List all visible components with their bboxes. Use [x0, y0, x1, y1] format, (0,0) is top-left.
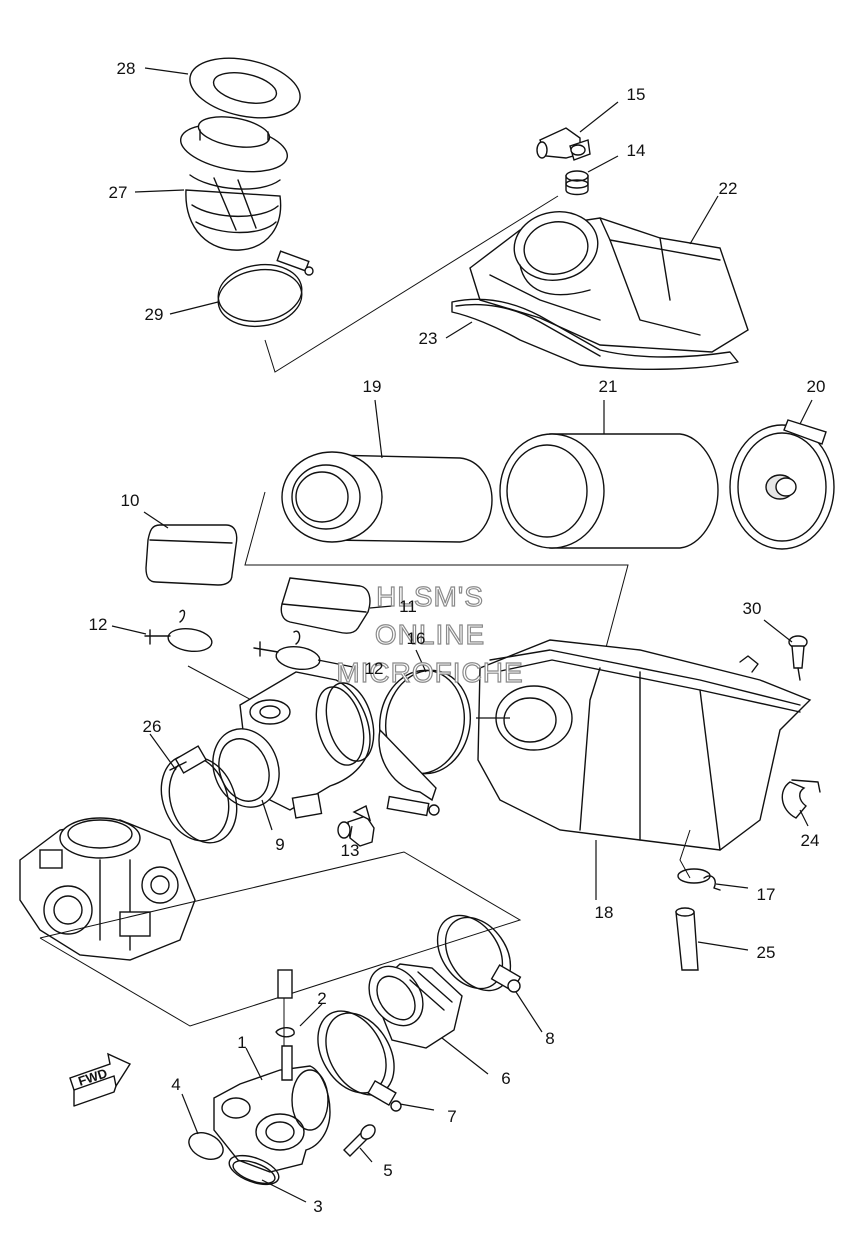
- part-2-clip[interactable]: [275, 969, 295, 1038]
- callout-24[interactable]: 24: [801, 831, 820, 850]
- part-27-intake-duct[interactable]: [177, 112, 291, 251]
- part-8-clamp[interactable]: [424, 903, 524, 1003]
- watermark-line-2: ONLINE: [375, 619, 485, 650]
- callout-10[interactable]: 10: [121, 491, 140, 510]
- part-20-end-cap[interactable]: [729, 419, 835, 550]
- part-7-clamp[interactable]: [304, 999, 408, 1112]
- part-11-pad[interactable]: [280, 577, 371, 634]
- part-16-clamp[interactable]: [372, 663, 479, 817]
- callout-9[interactable]: 9: [275, 835, 284, 854]
- part-3-gasket[interactable]: [225, 1150, 282, 1190]
- part-26-clamp[interactable]: [150, 745, 248, 853]
- leader-lines: [111, 67, 813, 1203]
- callout-1[interactable]: 1: [237, 1033, 246, 1052]
- callout-27[interactable]: 27: [109, 183, 128, 202]
- callout-11[interactable]: 11: [399, 597, 417, 616]
- callout-2[interactable]: 2: [317, 989, 326, 1008]
- callout-26[interactable]: 26: [143, 717, 162, 736]
- part-22-airbox-cover[interactable]: [469, 205, 749, 353]
- part-12-spring-clip-right[interactable]: [253, 630, 321, 672]
- fwd-label: FWD: [76, 1065, 109, 1088]
- callout-17[interactable]: 17: [757, 885, 776, 904]
- callout-13[interactable]: 13: [341, 841, 360, 860]
- part-1-manifold[interactable]: [213, 1045, 331, 1173]
- assembly-line-lower: [39, 851, 522, 1027]
- callout-29[interactable]: 29: [145, 305, 164, 324]
- callout-8[interactable]: 8: [545, 1029, 554, 1048]
- part-10-sponge[interactable]: [145, 524, 238, 586]
- part-9-joint[interactable]: [202, 671, 381, 819]
- callout-30[interactable]: 30: [743, 599, 762, 618]
- part-24-clip[interactable]: [781, 779, 821, 819]
- assembly-line-middle: [244, 491, 629, 701]
- part-29-clamp[interactable]: [215, 250, 314, 331]
- part-30-screw[interactable]: [788, 635, 808, 681]
- carburetor: [19, 817, 196, 961]
- callout-15[interactable]: 15: [627, 85, 646, 104]
- callout-16[interactable]: 16: [407, 629, 426, 648]
- part-19-prefilter[interactable]: [281, 451, 493, 543]
- watermark: HLSM'S ONLINE MICROFICHE: [336, 580, 524, 688]
- callout-12-right[interactable]: 12: [365, 659, 384, 678]
- callout-23[interactable]: 23: [419, 329, 438, 348]
- callout-labels: 28 27 29 15 14 22 23 19 21 20 10 11 12 1…: [89, 59, 826, 1216]
- callout-12-left[interactable]: 12: [89, 615, 108, 634]
- callout-3[interactable]: 3: [313, 1197, 322, 1216]
- callout-19[interactable]: 19: [363, 377, 382, 396]
- callout-14[interactable]: 14: [627, 141, 646, 160]
- part-13-elbow[interactable]: [337, 804, 375, 847]
- callout-5[interactable]: 5: [383, 1161, 392, 1180]
- callout-25[interactable]: 25: [757, 943, 776, 962]
- callout-6[interactable]: 6: [501, 1069, 510, 1088]
- watermark-line-3: MICROFICHE: [336, 657, 523, 688]
- callout-21[interactable]: 21: [599, 377, 618, 396]
- part-25-hose[interactable]: [675, 907, 699, 971]
- part-6-joint[interactable]: [358, 956, 463, 1049]
- part-4-o-ring[interactable]: [185, 1128, 228, 1165]
- part-18-airbox-case[interactable]: [477, 639, 812, 879]
- callout-7[interactable]: 7: [447, 1107, 456, 1126]
- callout-22[interactable]: 22: [719, 179, 738, 198]
- part-14-grommet[interactable]: [565, 170, 589, 196]
- part-23-seal[interactable]: [451, 298, 739, 370]
- callout-18[interactable]: 18: [595, 903, 614, 922]
- part-12-spring-clip-left[interactable]: [144, 609, 213, 654]
- part-21-filter-element[interactable]: [499, 433, 719, 549]
- callout-4[interactable]: 4: [171, 1075, 180, 1094]
- part-28-gasket[interactable]: [184, 49, 305, 127]
- part-15-elbow-fitting[interactable]: [536, 127, 591, 161]
- callout-28[interactable]: 28: [117, 59, 136, 78]
- callout-20[interactable]: 20: [807, 377, 826, 396]
- part-17-hose-clip[interactable]: [677, 868, 721, 891]
- part-5-bolt[interactable]: [343, 1122, 378, 1157]
- fwd-arrow: FWD: [69, 1052, 132, 1107]
- watermark-line-1: HLSM'S: [376, 581, 484, 612]
- assembly-line-upper: [264, 195, 559, 373]
